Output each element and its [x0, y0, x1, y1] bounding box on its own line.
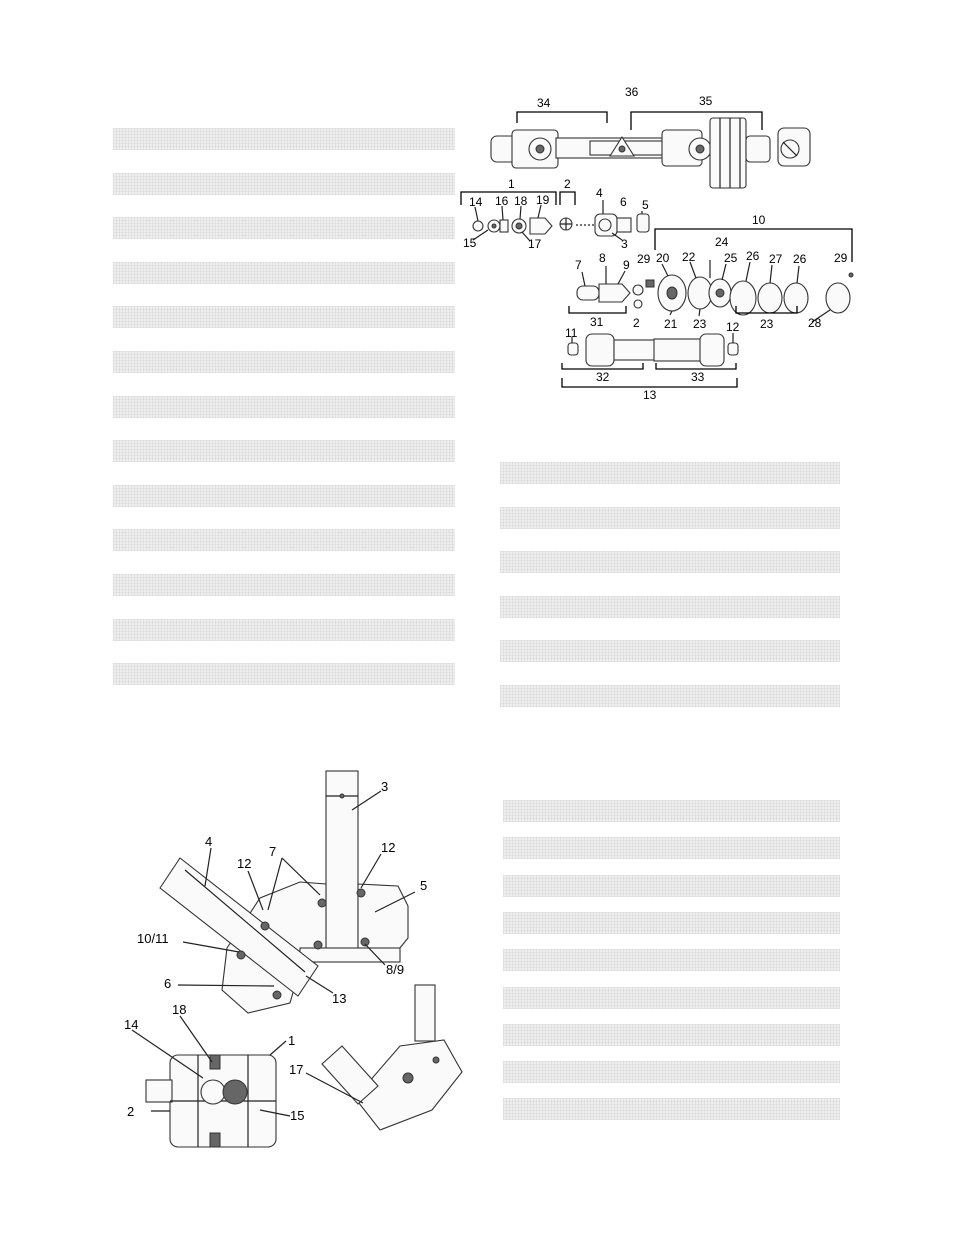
table-row — [503, 800, 840, 822]
callout-25: 25 — [724, 251, 738, 265]
callout-12-right: 12 — [381, 840, 395, 855]
callout-16: 16 — [495, 194, 509, 208]
table-row — [500, 462, 840, 484]
callout-10: 10 — [752, 213, 766, 227]
drive-shaft-callouts: 34 36 35 1 14 16 18 19 15 17 2 4 6 5 3 1… — [463, 85, 848, 402]
callout-1: 1 — [508, 177, 515, 191]
callout-7: 7 — [575, 258, 582, 272]
callout-29a: 29 — [637, 252, 651, 266]
table-row — [503, 949, 840, 972]
drive-shaft-leader-lines — [472, 204, 831, 343]
callout-15: 15 — [290, 1108, 304, 1123]
callout-14: 14 — [124, 1017, 138, 1032]
callout-17: 17 — [289, 1062, 303, 1077]
table-row — [500, 551, 840, 574]
table-row — [113, 574, 455, 596]
table-row — [503, 986, 840, 1009]
table-row — [113, 663, 455, 686]
table-row — [503, 874, 840, 897]
callout-17: 17 — [528, 237, 542, 251]
table-row — [503, 837, 840, 860]
callout-13: 13 — [643, 388, 657, 402]
callout-9: 9 — [623, 258, 630, 272]
drive-shaft-diagram: 34 36 35 1 14 16 18 19 15 17 2 4 6 5 3 1… — [460, 85, 854, 402]
callout-15: 15 — [463, 236, 477, 250]
callout-4: 4 — [596, 186, 603, 200]
callout-12: 12 — [726, 320, 740, 334]
callout-36: 36 — [625, 85, 639, 99]
table-row — [113, 261, 455, 284]
table-row — [113, 484, 455, 507]
callout-26a: 26 — [746, 249, 760, 263]
callout-14: 14 — [469, 195, 483, 209]
callout-4: 4 — [205, 834, 212, 849]
table-row — [113, 172, 455, 195]
table-row — [503, 1098, 840, 1121]
gearbox-iso-view — [321, 984, 463, 1131]
callout-26b: 26 — [793, 252, 807, 266]
callout-18: 18 — [172, 1002, 186, 1017]
gearbox-upper-assembly — [159, 770, 409, 1014]
callout-13: 13 — [332, 991, 346, 1006]
callout-5: 5 — [642, 198, 649, 212]
callout-32: 32 — [596, 370, 610, 384]
gearbox-leader-lines — [131, 790, 416, 1117]
table-row — [113, 395, 455, 418]
table-row — [500, 595, 840, 618]
callout-3: 3 — [381, 779, 388, 794]
callout-8-9: 8/9 — [386, 962, 404, 977]
exploded-parts-row1 — [472, 200, 650, 237]
callout-29b: 29 — [834, 251, 848, 265]
callout-20: 20 — [656, 251, 670, 265]
table-row — [503, 1023, 840, 1046]
callout-24: 24 — [715, 235, 729, 249]
gearbox-callouts: 3 4 12 7 12 5 10/11 8/9 6 13 18 14 1 17 … — [124, 779, 427, 1123]
callout-8: 8 — [599, 251, 606, 265]
table-row — [113, 529, 455, 552]
table-row — [113, 306, 455, 329]
callout-23b: 23 — [760, 317, 774, 331]
table-row — [500, 506, 840, 529]
callout-7: 7 — [269, 844, 276, 859]
callout-6: 6 — [164, 976, 171, 991]
table-row — [500, 640, 840, 663]
callout-27: 27 — [769, 252, 783, 266]
exploded-parts-row2 — [576, 260, 854, 316]
callout-1: 1 — [288, 1033, 295, 1048]
callout-19: 19 — [536, 193, 550, 207]
table-row — [503, 911, 840, 934]
callout-12-left: 12 — [237, 856, 251, 871]
callout-11: 11 — [565, 326, 578, 340]
callout-2: 2 — [564, 177, 571, 191]
callout-18: 18 — [514, 194, 528, 208]
table-row — [113, 618, 455, 641]
callout-33: 33 — [691, 370, 705, 384]
shaft-tubes — [567, 333, 739, 367]
assembled-drive-shaft — [490, 117, 811, 189]
callout-6: 6 — [620, 195, 627, 209]
callout-21: 21 — [664, 317, 678, 331]
table-row — [500, 685, 840, 707]
callout-10-11: 10/11 — [137, 931, 169, 946]
callout-28: 28 — [808, 316, 822, 330]
callout-31: 31 — [590, 315, 604, 329]
callout-5: 5 — [420, 878, 427, 893]
table-row — [113, 217, 455, 240]
callout-3: 3 — [621, 237, 628, 251]
callout-34: 34 — [537, 96, 551, 110]
callout-2: 2 — [127, 1104, 134, 1119]
gearbox-front-view — [145, 1054, 277, 1148]
callout-35: 35 — [699, 94, 713, 108]
callout-2b: 2 — [633, 316, 640, 330]
table-row — [113, 128, 455, 150]
table-row — [113, 440, 455, 463]
table-row — [113, 351, 455, 373]
gearbox-diagram: 3 4 12 7 12 5 10/11 8/9 6 13 18 14 1 17 … — [124, 770, 463, 1148]
callout-22: 22 — [682, 250, 696, 264]
callout-23a: 23 — [693, 317, 707, 331]
table-row — [503, 1061, 840, 1084]
